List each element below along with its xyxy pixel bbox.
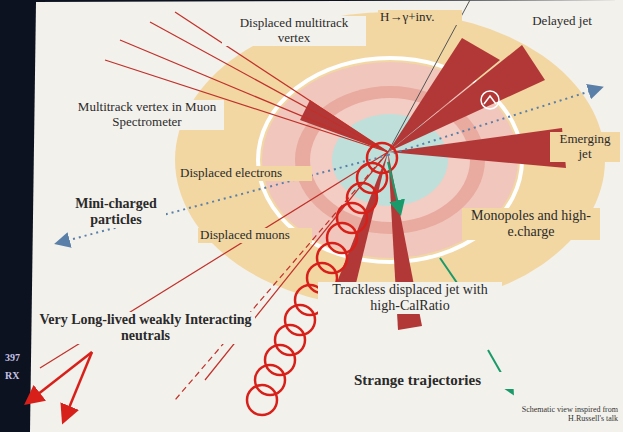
annotation-label: Multitrack vertex in Muon Spectrometer xyxy=(70,100,224,130)
annotation-label: Emerging jet xyxy=(550,132,620,162)
annotation-label: Trackless displaced jet with high-CalRat… xyxy=(318,282,502,314)
annotation-label: Mini-charged particles xyxy=(66,196,166,228)
annotation-label: Displaced muons xyxy=(198,228,312,243)
annotation-label: Displaced multitrack vertex xyxy=(222,16,366,46)
annotation-label: Displaced electrons xyxy=(178,166,312,181)
annotation-label: H→γ+inv. xyxy=(378,10,462,25)
annotation-label: Delayed jet xyxy=(525,14,599,29)
annotation-label: Monopoles and high-e.charge xyxy=(462,208,600,240)
annotation-label: RX xyxy=(3,370,33,382)
annotation-label: Strange trajectories xyxy=(352,372,516,389)
annotation-label: Schematic view inspired from H.Russell's… xyxy=(488,405,620,423)
annotation-label: Very Long-lived weakly Interacting neutr… xyxy=(36,312,255,344)
annotation-label: 397 xyxy=(3,352,33,364)
